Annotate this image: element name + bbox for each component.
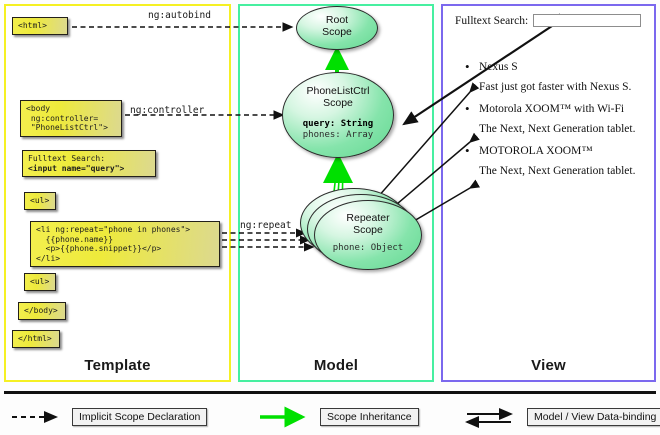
code-box-ul-close: <ul>	[24, 273, 56, 291]
list-item-snippet: The Next, Next Generation tablet.	[479, 123, 636, 135]
dashed-arrow-icon	[12, 411, 58, 423]
legend-label: Model / View Data-binding	[527, 408, 660, 426]
code-box-ul-open: <ul>	[24, 192, 56, 210]
code-box-body: <body ng:controller= "PhoneListCtrl">	[20, 100, 122, 137]
legend-implicit-scope-declaration: Implicit Scope Declaration	[10, 408, 208, 426]
list-item-snippet: Fast just got faster with Nexus S.	[479, 81, 632, 93]
code-box-html-open: <html>	[12, 17, 68, 35]
list-item: Motorola XOOM™ with Wi-Fi	[465, 102, 650, 116]
green-arrow-icon	[260, 406, 306, 428]
scope-phonelistctrl-props: query: String phones: Array	[302, 119, 374, 140]
legend-label: Scope Inheritance	[320, 408, 419, 426]
panel-label-view: View	[531, 357, 566, 374]
panel-model: Model	[238, 4, 434, 382]
search-box-label: Fulltext Search:	[28, 154, 106, 163]
view-search-row: Fulltext Search:	[455, 14, 650, 27]
connector-label-ng-autobind: ng:autobind	[148, 10, 211, 21]
legend: Implicit Scope Declaration Scope Inherit…	[0, 400, 660, 435]
legend-scope-inheritance: Scope Inheritance	[258, 406, 419, 428]
search-box-input-markup: <input name="query">	[28, 163, 125, 173]
list-item-snippet: The Next, Next Generation tablet.	[479, 165, 636, 177]
panel-label-template: Template	[84, 357, 151, 374]
legend-label: Implicit Scope Declaration	[72, 408, 208, 426]
code-box-body-close: </body>	[18, 302, 66, 320]
code-box-body-text: <body ng:controller= "PhoneListCtrl">	[26, 104, 108, 132]
connector-label-ng-repeat: ng:repeat	[240, 220, 292, 231]
view-phone-list: Nexus S Fast just got faster with Nexus …	[465, 60, 650, 178]
list-item: MOTOROLA XOOM™	[465, 144, 650, 158]
view-search-input[interactable]	[533, 14, 642, 27]
double-arrow-icon	[465, 408, 513, 428]
legend-divider	[4, 391, 656, 394]
arrow-databinding-query	[402, 13, 567, 126]
connector-label-ng-controller: ng:controller	[130, 105, 205, 116]
code-box-html-close: </html>	[12, 330, 60, 348]
code-box-fulltext-search: Fulltext Search:<input name="query">	[22, 150, 156, 177]
view-content: Fulltext Search: Nexus S Fast just got f…	[447, 10, 650, 370]
list-item: Nexus S	[465, 60, 650, 74]
scope-repeater-props: phone: Object	[332, 243, 404, 253]
view-search-label: Fulltext Search:	[455, 14, 529, 27]
legend-model-view-databinding: Model / View Data-binding	[465, 408, 660, 428]
panel-label-model: Model	[313, 357, 359, 374]
code-box-li-repeat: <li ng:repeat="phone in phones"> {{phone…	[30, 221, 220, 267]
